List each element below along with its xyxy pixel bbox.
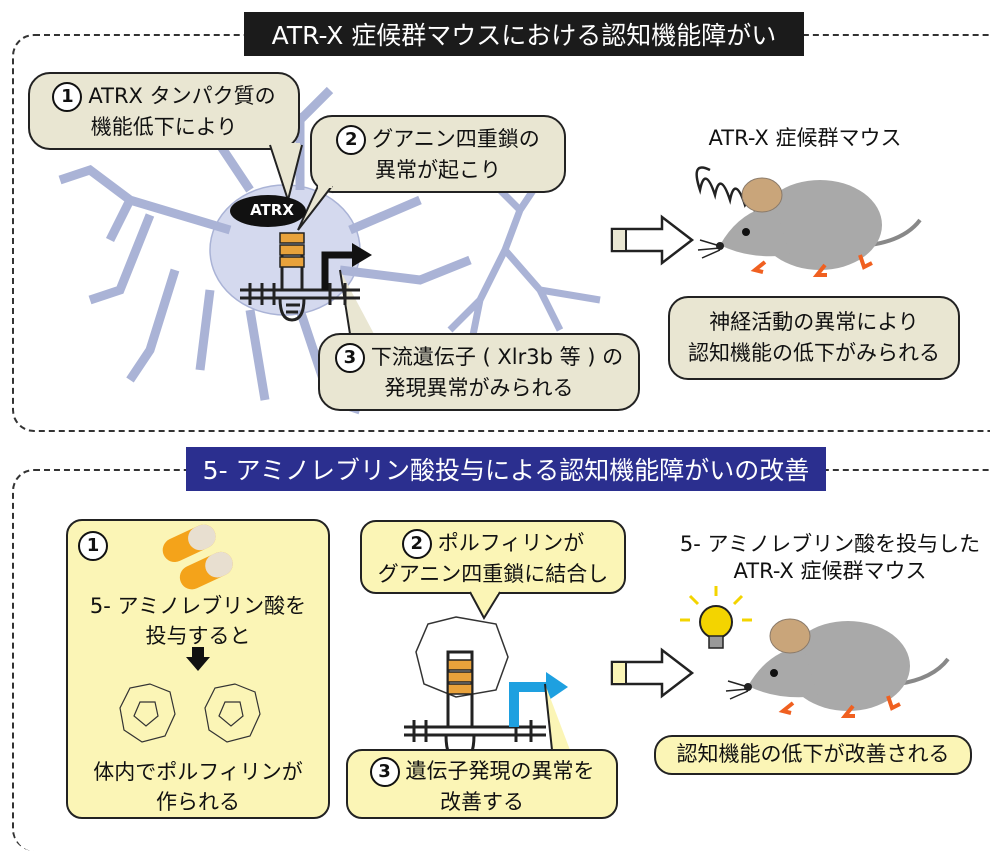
top-title: ATR-X 症候群マウスにおける認知機能障がい — [244, 12, 804, 56]
box-tail — [544, 683, 570, 751]
atrx-dna-illustration — [230, 195, 372, 322]
top-step1-line1: ATRX タンパク質の — [88, 84, 276, 108]
top-result-line2: 認知機能の低下がみられる — [688, 341, 940, 365]
down-arrow-icon — [186, 647, 210, 671]
atrx-label: ATRX — [250, 201, 294, 219]
lightbulb-icon — [680, 586, 752, 649]
bottom-step1-line3: 体内でポルフィリンが — [93, 760, 303, 784]
bottom-step1-line4: 作られる — [156, 790, 240, 814]
step-number-badge: 2 — [401, 529, 432, 559]
top-step2-line1: グアニン四重鎖の — [372, 127, 540, 151]
step-number-badge: 1 — [52, 82, 83, 112]
bottom-step2-line2: グアニン四重鎖に結合し — [377, 562, 609, 586]
top-result-line1: 神経活動の異常により — [709, 310, 919, 334]
top-step2-line2: 異常が起こり — [375, 158, 501, 182]
bottom-step2-line1: ポルフィリンが — [437, 531, 585, 555]
bubble-tail — [297, 184, 333, 231]
bottom-result-text: 認知機能の低下が改善される — [676, 742, 950, 766]
top-step1-line2: 機能低下により — [90, 115, 238, 139]
bottom-title: 5- アミノレブリン酸投与による認知機能障がいの改善 — [186, 447, 826, 491]
bottom-step3-line2: 改善する — [440, 790, 524, 814]
right-arrow — [610, 214, 695, 266]
porphyrin-structures — [119, 683, 261, 743]
step-number-badge: 3 — [369, 757, 400, 787]
top-step3-line2: 発現異常がみられる — [384, 376, 574, 400]
bottom-step1-line2: 投与すると — [145, 624, 251, 648]
bottom-step1-line1: 5- アミノレブリン酸を — [89, 594, 307, 618]
bottom-step3-line1: 遺伝子発現の異常を — [405, 759, 595, 783]
bottom-mouse-title-line2: ATR-X 症候群マウス — [733, 559, 927, 583]
porphyrin-dna-illustration — [404, 616, 568, 764]
top-step3-line1: 下流遺伝子 ( Xlr3b 等 ) の — [370, 345, 624, 369]
top-result-box: 神経活動の異常により 認知機能の低下がみられる — [668, 296, 960, 380]
right-arrow — [610, 647, 695, 699]
capsule-icon — [162, 524, 233, 590]
step-number-badge: 3 — [334, 343, 365, 373]
bottom-mouse-title-line1: 5- アミノレブリン酸を投与した — [679, 532, 981, 556]
top-mouse-title: ATR-X 症候群マウス — [708, 126, 902, 150]
step-number-badge: 2 — [336, 125, 367, 155]
step-number-badge: 1 — [78, 531, 108, 561]
box-tail — [469, 590, 501, 621]
bottom-result-box: 認知機能の低下が改善される — [654, 735, 972, 775]
mouse-illustration — [695, 166, 922, 277]
mouse-illustration — [725, 618, 950, 718]
